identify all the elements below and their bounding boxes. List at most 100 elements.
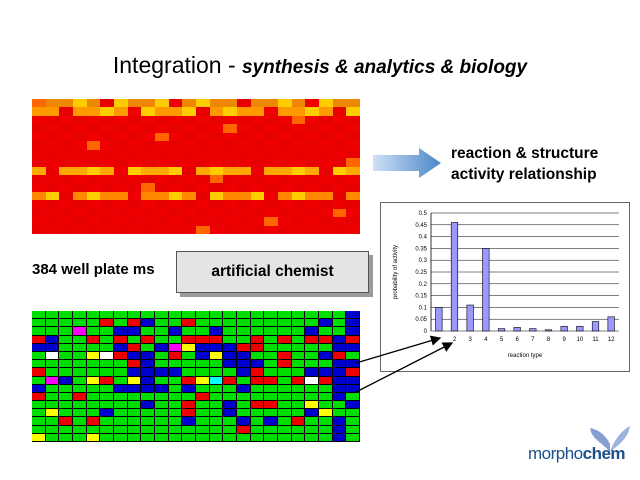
heatmap-cell <box>127 217 142 226</box>
heatmap-cell <box>264 149 278 159</box>
heatmap-cell <box>45 107 60 116</box>
plate-well <box>100 392 114 402</box>
heatmap-cell <box>86 225 101 234</box>
heatmap-cell <box>332 124 347 133</box>
relationship-line-2: activity relationship <box>451 166 597 183</box>
heatmap-cell <box>155 191 169 201</box>
heatmap-cell <box>223 124 237 133</box>
plate-well <box>319 335 333 344</box>
heatmap-cell <box>59 217 73 226</box>
plate-well <box>86 360 101 369</box>
heatmap-cell <box>86 208 101 218</box>
heatmap-cell <box>264 141 278 150</box>
heatmap-cell <box>114 208 128 218</box>
heatmap-cell <box>237 149 251 159</box>
plate-well <box>168 343 183 352</box>
plate-well <box>305 401 319 410</box>
heatmap-cell <box>32 191 46 201</box>
butterfly-icon <box>590 426 630 452</box>
plate-well <box>319 433 333 442</box>
plate-well <box>250 384 265 393</box>
heatmap-cell <box>291 158 306 167</box>
heatmap-cell <box>182 115 196 125</box>
plate-well <box>291 327 306 336</box>
plate-well <box>237 425 251 434</box>
plate-well <box>305 425 319 434</box>
plate-well <box>86 376 101 385</box>
plate-well <box>223 425 237 434</box>
plate-well <box>155 343 169 352</box>
heatmap-cell <box>250 107 265 116</box>
plate-well <box>196 335 210 344</box>
heatmap-cell <box>237 225 251 234</box>
plate-well <box>305 335 319 344</box>
heatmap-cell <box>73 141 87 150</box>
plate-well <box>319 368 333 377</box>
heatmap-cell <box>332 183 347 192</box>
plate-well <box>114 433 128 442</box>
heatmap-cell <box>319 132 333 142</box>
plate-well <box>86 327 101 336</box>
heatmap-cell <box>196 174 210 184</box>
title-subtitle: synthesis & analytics & biology <box>242 57 528 78</box>
plate-well <box>346 368 360 377</box>
plate-well <box>86 319 101 328</box>
plate-well <box>168 351 183 361</box>
plate-well <box>305 351 319 361</box>
heatmap-cell <box>278 191 292 201</box>
heatmap-cell <box>278 124 292 133</box>
heatmap-cell <box>32 124 46 133</box>
plate-well <box>291 392 306 402</box>
heatmap-cell <box>346 191 360 201</box>
heatmap-cell <box>114 225 128 234</box>
heatmap-cell <box>209 225 224 234</box>
plate-well <box>86 368 101 377</box>
plate-well <box>278 392 292 402</box>
heatmap-cell <box>250 191 265 201</box>
heatmap-cell <box>127 191 142 201</box>
heatmap-cell <box>59 191 73 201</box>
heatmap-cell <box>59 107 73 116</box>
heatmap-cell <box>291 132 306 142</box>
heatmap-cell <box>168 225 183 234</box>
heatmap-cell <box>305 191 319 201</box>
heatmap-cell <box>332 191 347 201</box>
plate-well <box>100 425 114 434</box>
heatmap-cell <box>73 132 87 142</box>
plate-well <box>59 360 73 369</box>
bar <box>513 327 521 332</box>
logo-text-bold: chem <box>582 444 626 463</box>
plate-well <box>45 319 60 328</box>
heatmap-cell <box>155 166 169 175</box>
plate-well <box>278 319 292 328</box>
plate-well <box>196 351 210 361</box>
plate-well <box>332 425 347 434</box>
plate-well <box>59 433 73 442</box>
plate-well <box>141 319 155 328</box>
relationship-text: reaction & structure activity relationsh… <box>451 143 598 185</box>
plate-well <box>332 433 347 442</box>
heatmap-cell <box>45 132 60 142</box>
plate-well <box>223 409 237 418</box>
plate-well <box>59 319 73 328</box>
plate-well <box>264 401 278 410</box>
plate-well <box>291 311 306 320</box>
plate-well <box>332 319 347 328</box>
plate-well <box>305 409 319 418</box>
plate-well <box>291 425 306 434</box>
heatmap-cell <box>182 149 196 159</box>
plate-well <box>100 376 114 385</box>
plate-well <box>59 376 73 385</box>
plate-well <box>237 327 251 336</box>
plate-well <box>127 417 142 426</box>
plate-well <box>278 384 292 393</box>
plate-well <box>100 351 114 361</box>
plate-well <box>264 417 278 426</box>
plate-well <box>250 425 265 434</box>
heatmap-cell <box>332 225 347 234</box>
heatmap-cell <box>182 217 196 226</box>
x-tick-label: 4 <box>484 337 488 343</box>
plate-well <box>237 392 251 402</box>
heatmap-cell <box>209 99 224 108</box>
plate-well <box>346 433 360 442</box>
